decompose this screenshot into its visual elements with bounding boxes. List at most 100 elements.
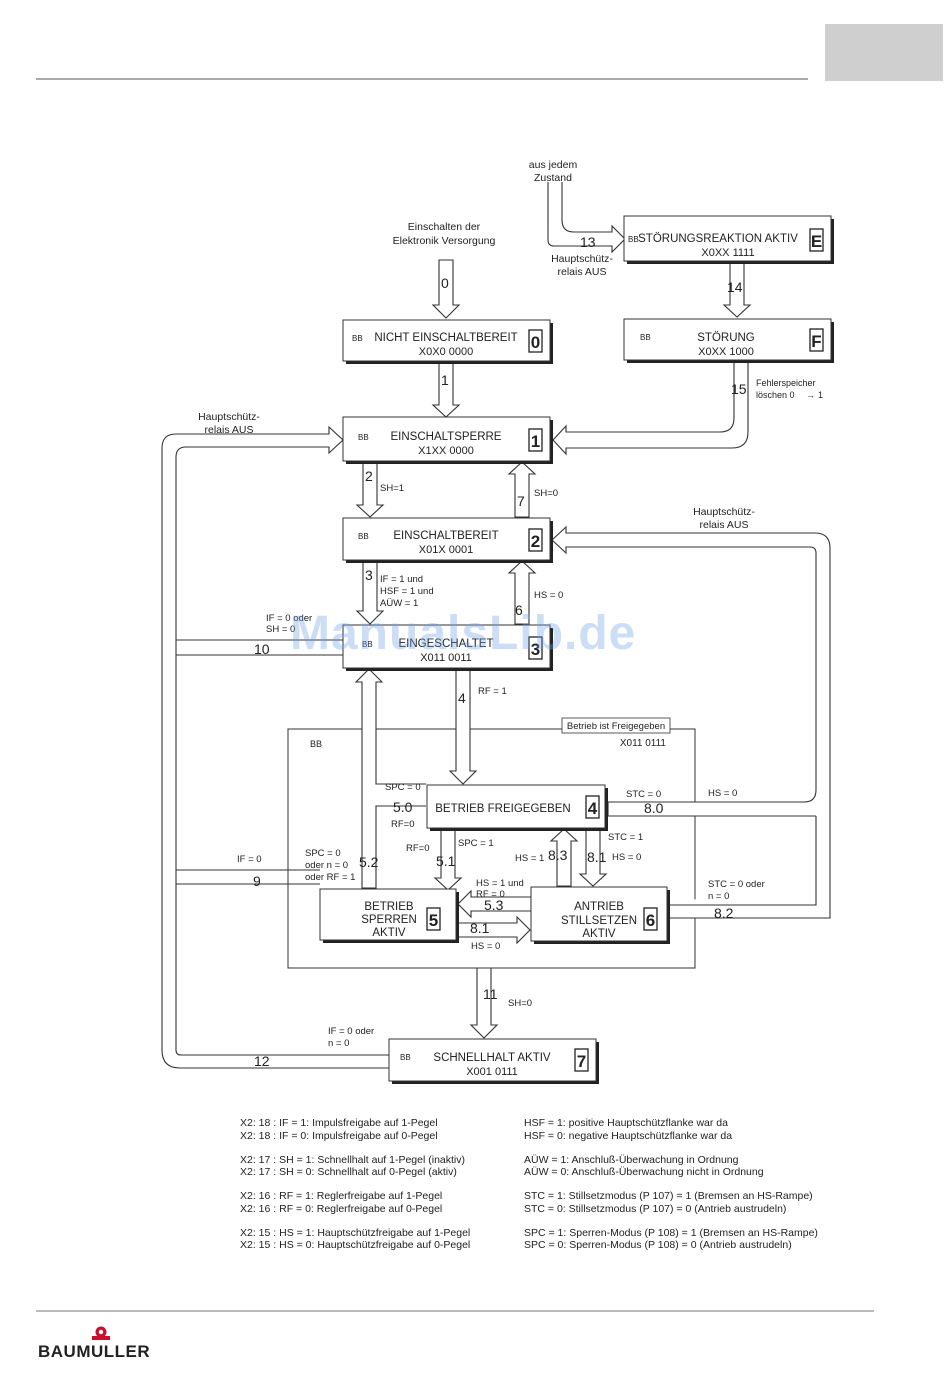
arrow-glyph-icon: → [806,390,815,400]
state-e-label: STÖRUNGSREAKTION AKTIV [638,233,798,245]
transition-numbers: 0 1 2 7 3 6 4 13 14 15 10 5.0 5.1 5.2 5.… [253,234,747,1069]
group-title: Betrieb ist Freigegeben [567,721,665,732]
num-3: 3 [365,567,373,583]
num-2: 2 [365,468,373,484]
cond-9: IF = 0 [237,854,262,865]
annotations: aus jedem Zustand Einschalten der Elektr… [198,159,823,1049]
state-0-label: NICHT EINSCHALTBEREIT [374,332,517,344]
relais-e-2: relais AUS [557,266,606,278]
legend-line: X2: 18 : IF = 1: Impulsfreigabe auf 1-Pe… [240,1117,438,1129]
num-5-3: 5.3 [484,897,504,913]
legend-line: SPC = 0: Sperren-Modus (P 108) = 0 (Antr… [524,1239,792,1251]
state-3-code: X011 0011 [420,652,472,664]
legend-line: STC = 0: Stillsetzmodus (P 107) = 0 (Ant… [524,1202,787,1215]
cond-5-0-spc: SPC = 0 [385,782,421,793]
legend-line: AÜW = 0: Anschluß-Überwachung nicht in O… [524,1166,764,1178]
cond-5-1-rf: RF=0 [406,843,430,854]
relais-e-1: Hauptschütz- [551,253,613,265]
brand-name: BAUMULLER [38,1342,151,1361]
legend-line: X2: 16 : RF = 1: Reglerfreigabe auf 1-Pe… [240,1190,443,1202]
cond-11: SH=0 [508,998,532,1009]
state-2-bb: BB [358,532,369,541]
state-2-label: EINSCHALTBEREIT [393,530,498,542]
state-1-bb: BB [358,433,369,442]
state-4-box [426,784,606,829]
num-13: 13 [580,234,596,250]
group-bb: BB [310,739,322,749]
arrow-1 [431,361,461,418]
state-5-line3: AKTIV [372,927,406,939]
arrow-8-1-right [456,915,531,945]
num-8-1b: 8.1 [470,920,490,936]
arrow-7 [507,461,537,518]
group-title-box [561,717,671,734]
state-f-code: X0XX 1000 [698,346,754,358]
state-6-digit: 6 [646,911,655,930]
legend-line: X2: 15 : HS = 0: Hauptschützfreigabe auf… [240,1239,471,1251]
num-14: 14 [727,279,743,295]
line-12 [161,1049,389,1069]
state-0-bb: BB [352,334,363,343]
cond-sh1: SH=1 [380,483,404,494]
cond-3-2: HSF = 1 und [380,586,434,597]
state-0-box [342,319,551,362]
cond-12-2: n = 0 [328,1038,349,1049]
relais-left-2: relais AUS [204,424,253,436]
cond-5-0-rf: RF=0 [391,819,415,830]
legend-line: HSF = 1: positive Hauptschützflanke war … [524,1117,728,1129]
state-3-digit: 3 [531,640,540,659]
arrow-6 [507,560,537,625]
relais-left-1: Hauptschütz- [198,411,260,423]
state-6-line1: ANTRIEB [574,901,624,913]
line-8-2 [668,816,817,906]
state-boxes [319,215,834,1084]
state-f-digit: F [811,332,821,351]
line-9 [176,869,320,885]
cond-8-0-stc: STC = 0 [626,789,661,800]
state-e-code: X0XX 1111 [701,247,754,259]
corner-tab [825,24,943,81]
state-f-label: STÖRUNG [697,332,755,344]
state-1-box [342,416,551,462]
num-8-1a: 8.1 [587,849,607,865]
state-7-digit: 7 [577,1052,586,1071]
state-5-line1: BETRIEB [364,901,414,913]
legend-line: SPC = 1: Sperren-Modus (P 108) = 1 (Brem… [524,1226,818,1239]
state-2-code: X01X 0001 [419,544,473,556]
state-4-label: BETRIEB FREIGEGEBEN [435,803,570,815]
arrow-15 [552,361,749,456]
cond-8-2-1: STC = 0 oder [708,879,765,890]
arrow-5-0 [354,668,426,889]
legend-line: HSF = 0: negative Hauptschützflanke war … [524,1129,733,1142]
state-1-label: EINSCHALTSPERRE [391,431,502,443]
cond-8-1-hs: HS = 0 [612,852,641,863]
arrow-relais-right [551,525,831,919]
arrow-2 [355,461,385,518]
cond-5-3-1: HS = 1 und [476,878,524,889]
num-12: 12 [254,1053,270,1069]
cond-3-1: IF = 1 und [380,574,423,585]
legend-line: X2: 18 : IF = 0: Impulsfreigabe auf 0-Pe… [240,1129,438,1142]
num-1: 1 [441,372,449,388]
state-7-code: X001 0111 [466,1066,518,1078]
state-5-digit: 5 [429,911,438,930]
cond-4: RF = 1 [478,686,507,697]
state-6-line3: AKTIV [582,928,616,940]
legend-left: X2: 18 : IF = 1: Impulsfreigabe auf 1-Pe… [240,1117,470,1263]
cond-5-2-3: oder RF = 1 [305,872,355,883]
aus-jedem-2: Zustand [534,172,572,184]
legend-right: HSF = 1: positive Hauptschützflanke war … [524,1117,818,1263]
num-8-3: 8.3 [548,847,568,863]
num-5-0: 5.0 [393,799,413,815]
relais-right-1: Hauptschütz- [693,506,755,518]
state-e-bb: BB [628,235,639,244]
aus-jedem-1: aus jedem [529,159,578,171]
arrow-4 [448,668,478,785]
num-8-2: 8.2 [714,905,734,921]
cond-6: HS = 0 [534,590,563,601]
logo-mark-icon [92,1326,110,1340]
legend-line: AÜW = 1: Anschluß-Überwachung in Ordnung [524,1153,739,1166]
fehler-3: 1 [818,390,823,400]
fehler-2: löschen 0 [756,390,795,400]
state-3-box [342,624,551,669]
